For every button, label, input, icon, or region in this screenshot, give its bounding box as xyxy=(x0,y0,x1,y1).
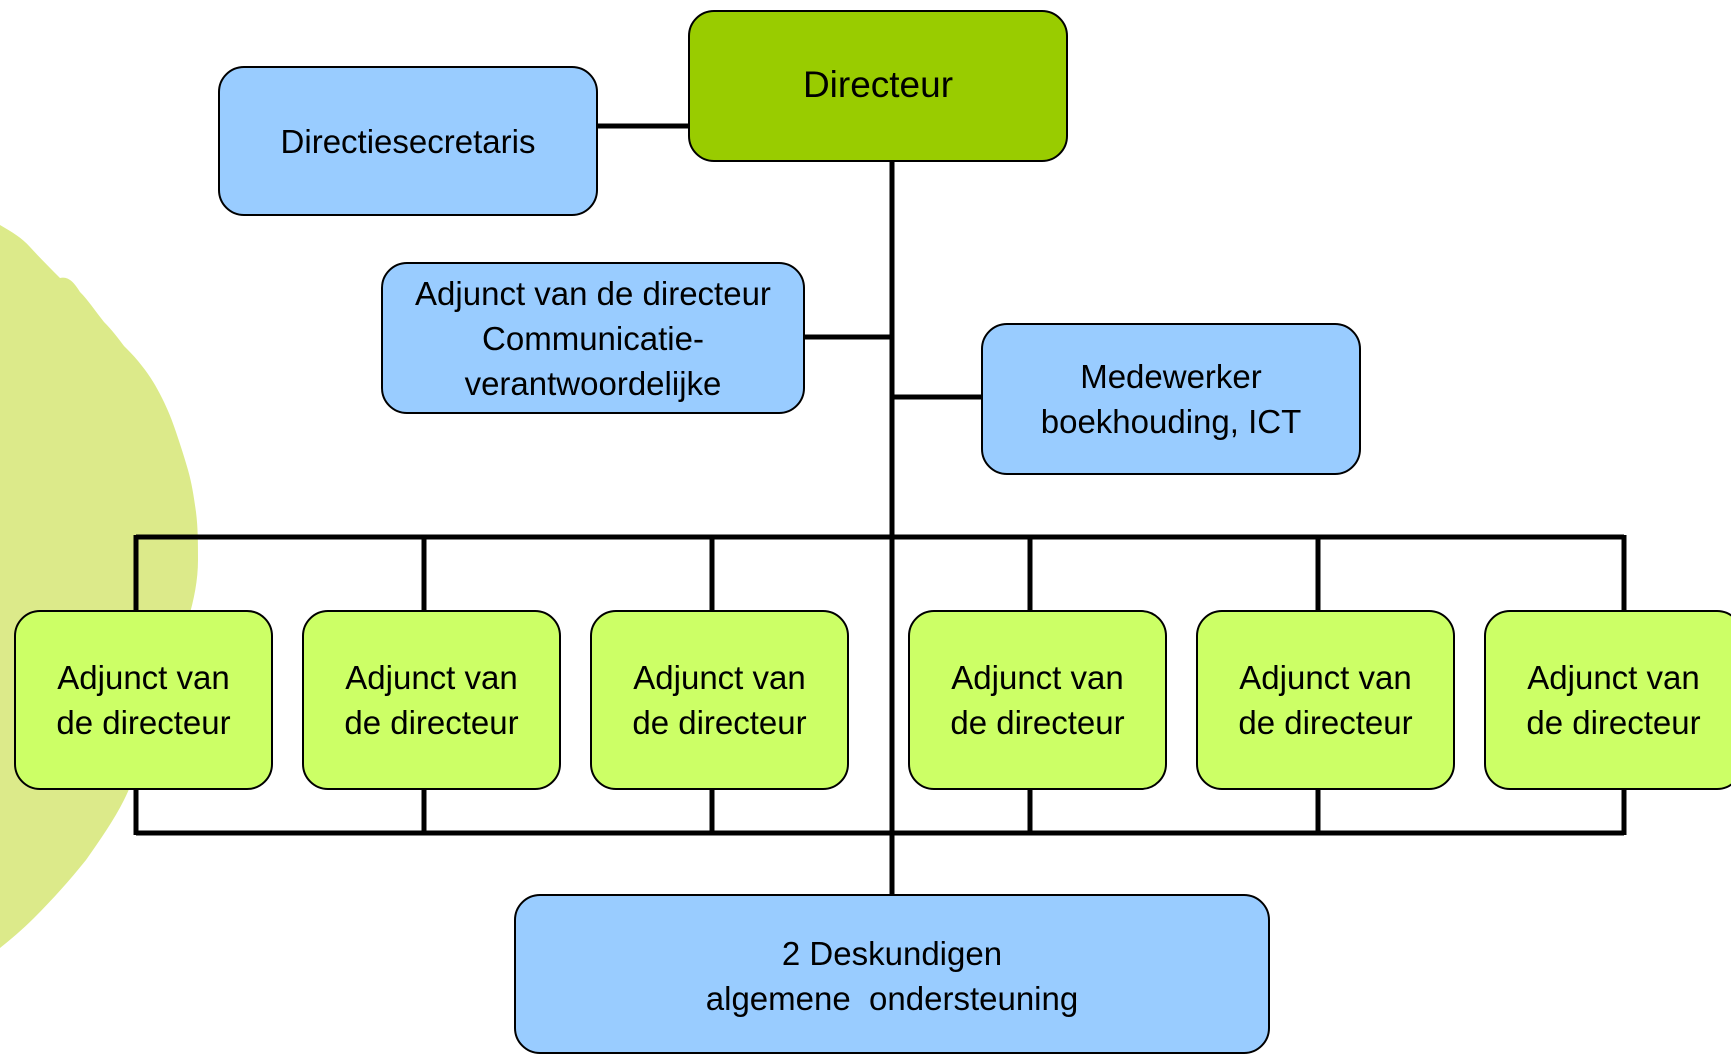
adjunct-box-2: Adjunct van de directeur xyxy=(302,610,561,790)
adjunct-5-line2: de directeur xyxy=(1238,704,1413,741)
adjunct-box-6: Adjunct van de directeur xyxy=(1484,610,1731,790)
secretary-box: Directiesecretaris xyxy=(218,66,598,216)
medewerker-line1: Medewerker xyxy=(1080,358,1262,395)
adjunct-3-line1: Adjunct van xyxy=(633,659,806,696)
secretary-label: Directiesecretaris xyxy=(280,122,536,160)
medewerker-line2: boekhouding, ICT xyxy=(1040,403,1302,440)
adjunct-communication-line3: verantwoordelijke xyxy=(464,364,722,402)
adjunct-box-3: Adjunct van de directeur xyxy=(590,610,849,790)
deskundigen-box: 2 Deskundigen algemene ondersteuning xyxy=(514,894,1270,1054)
medewerker-box: Medewerker boekhouding, ICT xyxy=(981,323,1361,475)
adjunct-2-line1: Adjunct van xyxy=(345,659,518,696)
director-box: Directeur xyxy=(688,10,1068,162)
adjunct-2-line2: de directeur xyxy=(344,704,519,741)
adjunct-communication-box: Adjunct van de directeur Communicatie- v… xyxy=(381,262,805,414)
adjunct-1-line1: Adjunct van xyxy=(57,659,230,696)
adjunct-5-line1: Adjunct van xyxy=(1239,659,1412,696)
adjunct-4-line1: Adjunct van xyxy=(951,659,1124,696)
adjunct-6-line1: Adjunct van xyxy=(1527,659,1700,696)
adjunct-1-line2: de directeur xyxy=(56,704,231,741)
adjunct-communication-line1: Adjunct van de directeur xyxy=(415,274,771,312)
deskundigen-line2: algemene ondersteuning xyxy=(705,980,1079,1017)
deskundigen-line1: 2 Deskundigen xyxy=(781,935,1003,972)
adjunct-box-4: Adjunct van de directeur xyxy=(908,610,1167,790)
adjunct-4-line2: de directeur xyxy=(950,704,1125,741)
adjunct-6-line2: de directeur xyxy=(1526,704,1701,741)
adjunct-communication-line2: Communicatie- xyxy=(482,319,704,357)
adjunct-box-5: Adjunct van de directeur xyxy=(1196,610,1455,790)
adjunct-box-1: Adjunct van de directeur xyxy=(14,610,273,790)
adjunct-3-line2: de directeur xyxy=(632,704,807,741)
director-label: Directeur xyxy=(802,64,954,105)
